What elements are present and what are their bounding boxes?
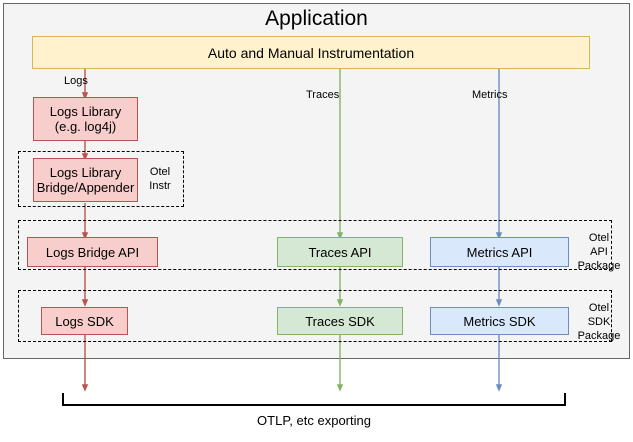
otel-sdk-label-line1: Otel — [588, 302, 610, 314]
edge-label-traces: Traces — [306, 89, 340, 101]
auto-manual-instrumentation-box[interactable]: Auto and Manual Instrumentation — [32, 36, 590, 69]
bridge-appender-label-line2: Bridge/Appender — [36, 180, 135, 195]
logs-bridge-api-box[interactable]: Logs Bridge API — [27, 237, 158, 267]
otel-api-label-line1: Otel — [588, 232, 610, 244]
otel-api-label-line2: API — [590, 246, 608, 258]
export-label: OTLP, etc exporting — [257, 413, 371, 428]
metrics-sdk-box[interactable]: Metrics SDK — [430, 307, 569, 335]
otel-sdk-label-line3: Package — [577, 330, 621, 342]
traces-sdk-box[interactable]: Traces SDK — [277, 307, 403, 335]
otel-api-label-line3: Package — [577, 260, 621, 272]
otel-api-package-label: Otel API Package — [568, 231, 630, 273]
logs-library-box[interactable]: Logs Library (e.g. log4j) — [33, 97, 138, 141]
logs-library-bridge-appender-box[interactable]: Logs Library Bridge/Appender — [33, 158, 138, 202]
logs-library-label-line1: Logs Library — [49, 104, 122, 119]
otel-sdk-package-label: Otel SDK Package — [568, 301, 630, 343]
otel-instr-label-line2: Instr — [149, 180, 171, 192]
metrics-api-box[interactable]: Metrics API — [430, 237, 569, 267]
bridge-appender-label-line1: Logs Library — [49, 165, 122, 180]
otel-sdk-label-line2: SDK — [587, 316, 611, 328]
page-title: Application — [265, 7, 368, 30]
otel-instr-package — [18, 151, 184, 207]
traces-api-box[interactable]: Traces API — [277, 237, 403, 267]
logs-library-label-line2: (e.g. log4j) — [54, 119, 117, 134]
otel-instr-label-line1: Otel — [149, 166, 171, 178]
logs-sdk-box[interactable]: Logs SDK — [41, 307, 128, 335]
edge-label-logs: Logs — [64, 75, 88, 87]
otel-instr-label: Otel Instr — [140, 165, 180, 193]
otel-sdk-package — [18, 290, 612, 342]
otel-api-package — [18, 220, 612, 270]
edge-label-metrics: Metrics — [472, 89, 508, 101]
